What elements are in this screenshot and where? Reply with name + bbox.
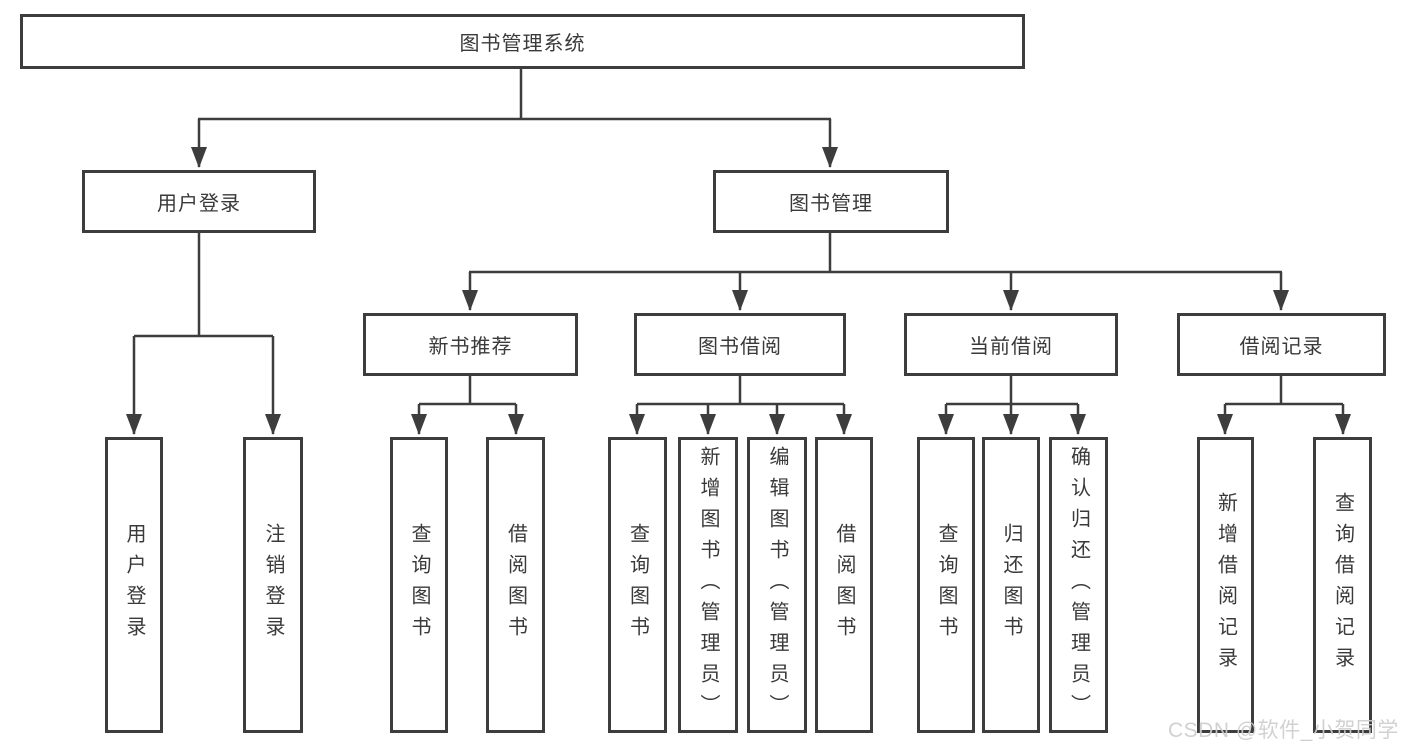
leaf-borrowing-borrow-books-label: 借阅图书 xyxy=(833,523,855,647)
leaf-borrowing-query-books-label: 查询图书 xyxy=(626,523,649,647)
leaf-recommend-query-books-label: 查询图书 xyxy=(408,523,430,647)
node-user-login: 用户登录 xyxy=(82,170,316,233)
leaf-records-query-borrow-record-label: 查询借阅记录 xyxy=(1331,492,1354,678)
leaf-borrowing-add-books-admin: 新增图书（管理员） xyxy=(678,437,738,733)
node-book-management: 图书管理 xyxy=(713,170,949,233)
leaf-recommend-query-books: 查询图书 xyxy=(390,437,448,733)
leaf-records-query-borrow-record: 查询借阅记录 xyxy=(1313,437,1372,733)
leaf-current-return-books: 归还图书 xyxy=(982,437,1040,733)
node-new-book-recommendation-label: 新书推荐 xyxy=(428,336,513,358)
leaf-current-confirm-return-admin: 确认归还（管理员） xyxy=(1049,437,1108,733)
node-new-book-recommendation: 新书推荐 xyxy=(363,313,578,376)
node-book-management-label: 图书管理 xyxy=(789,193,873,215)
leaf-user-login: 用户登录 xyxy=(105,437,163,733)
leaf-borrowing-borrow-books: 借阅图书 xyxy=(815,437,873,733)
node-book-borrowing: 图书借阅 xyxy=(634,313,846,376)
node-library-management-system-label: 图书管理系统 xyxy=(459,33,586,55)
leaf-records-add-borrow-record: 新增借阅记录 xyxy=(1197,437,1254,733)
node-book-borrowing-label: 图书借阅 xyxy=(698,336,782,358)
leaf-logout: 注销登录 xyxy=(243,437,303,733)
leaf-borrowing-edit-books-admin: 编辑图书（管理员） xyxy=(747,437,807,733)
leaf-logout-label: 注销登录 xyxy=(262,523,284,647)
leaf-current-query-books-label: 查询图书 xyxy=(935,523,957,647)
node-borrowing-records-label: 借阅记录 xyxy=(1239,336,1324,358)
leaf-borrowing-query-books: 查询图书 xyxy=(608,437,667,733)
leaf-user-login-label: 用户登录 xyxy=(123,523,145,647)
leaf-current-query-books: 查询图书 xyxy=(917,437,975,733)
node-current-borrowing-label: 当前借阅 xyxy=(969,336,1053,358)
leaf-borrowing-edit-books-admin-label: 编辑图书（管理员） xyxy=(766,445,788,725)
leaf-recommend-borrow-books: 借阅图书 xyxy=(486,437,545,733)
node-borrowing-records: 借阅记录 xyxy=(1177,313,1386,376)
leaf-borrowing-add-books-admin-label: 新增图书（管理员） xyxy=(697,445,719,725)
csdn-watermark-text: CSDN @软件_小贺同学 xyxy=(1168,719,1399,742)
node-current-borrowing: 当前借阅 xyxy=(904,313,1118,376)
leaf-records-add-borrow-record-label: 新增借阅记录 xyxy=(1214,492,1237,678)
leaf-current-confirm-return-admin-label: 确认归还（管理员） xyxy=(1067,445,1090,725)
node-user-login-label: 用户登录 xyxy=(157,193,241,215)
leaf-current-return-books-label: 归还图书 xyxy=(1000,523,1022,647)
node-library-management-system: 图书管理系统 xyxy=(20,14,1025,69)
leaf-recommend-borrow-books-label: 借阅图书 xyxy=(504,523,527,647)
